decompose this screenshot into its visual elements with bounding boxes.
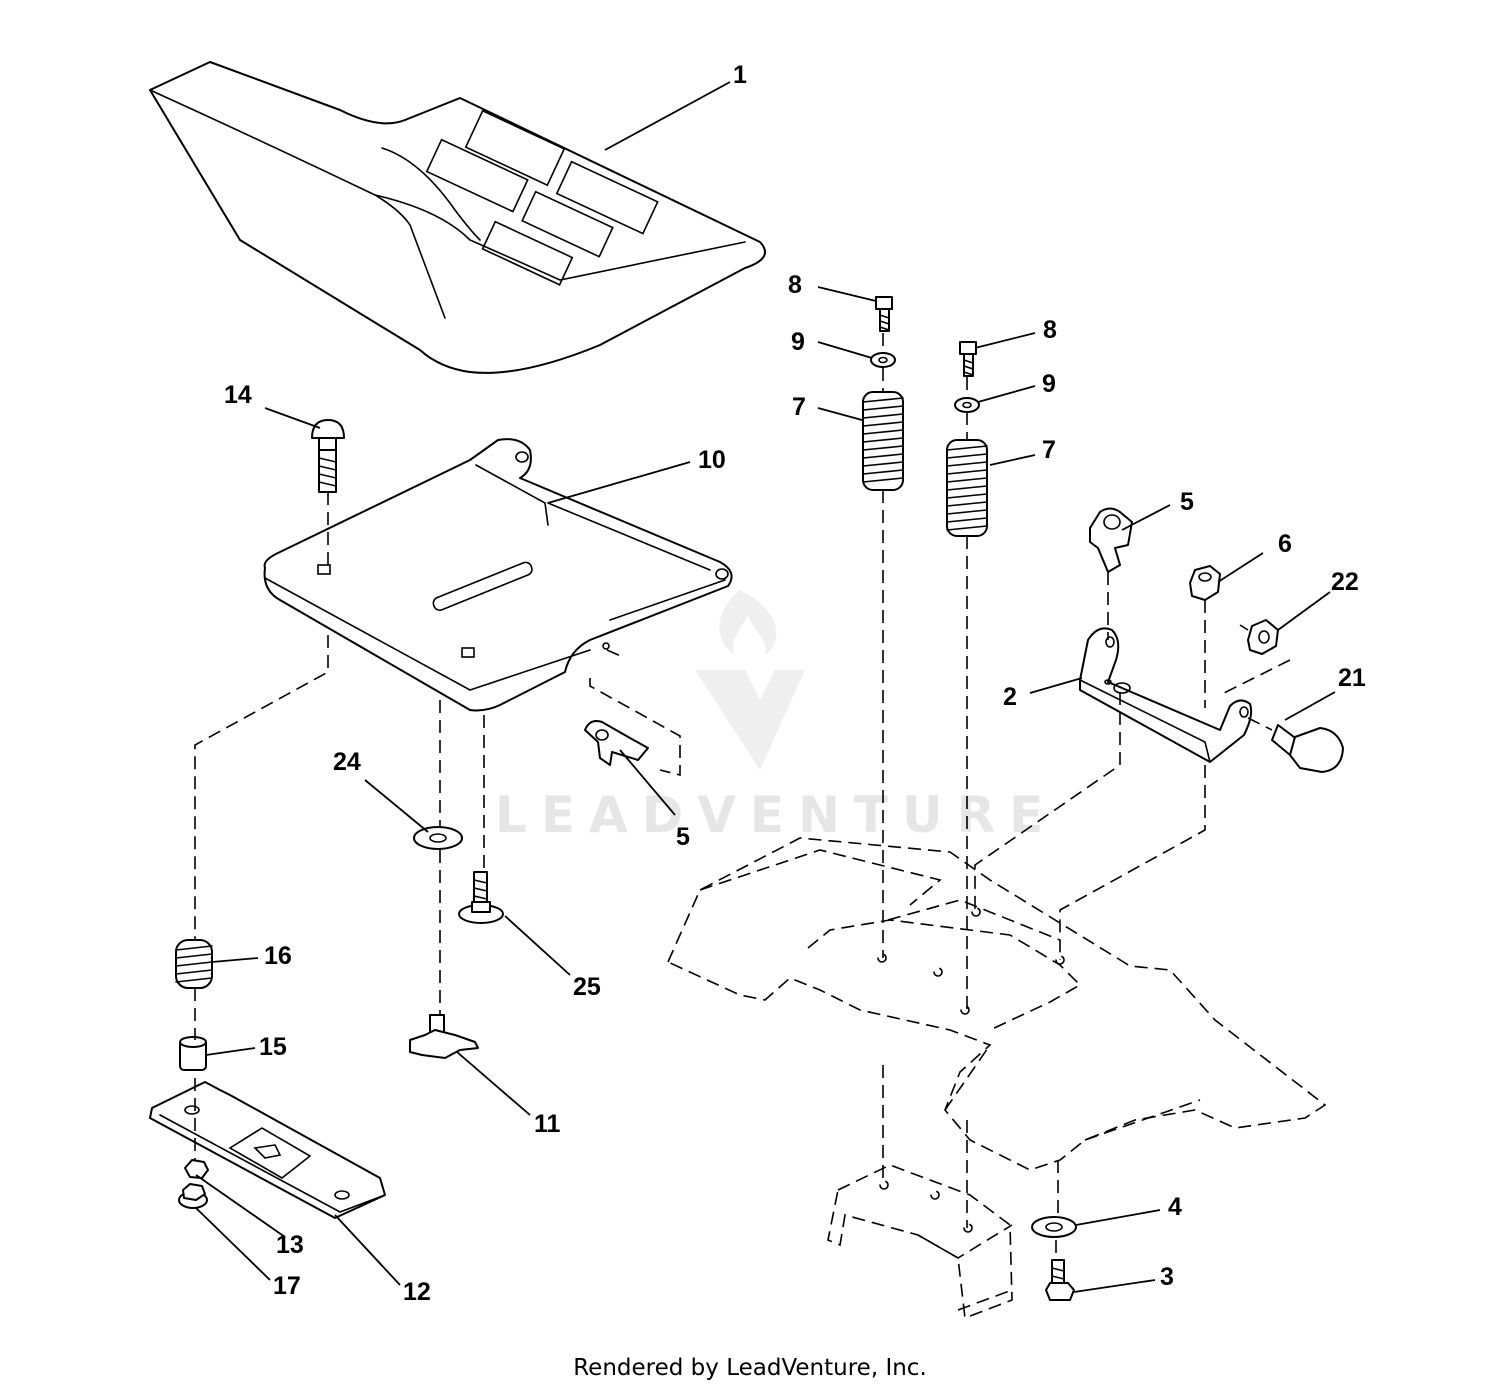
footer-credit: Rendered by LeadVenture, Inc. [573,1355,927,1381]
callout-21: 21 [1338,664,1366,692]
bolt-left-part[interactable] [875,296,893,332]
callout-11: 11 [534,1110,561,1138]
callout-12: 12 [403,1278,431,1306]
callout-9-right: 9 [1042,370,1056,398]
callout-17: 17 [273,1272,301,1300]
flange-bolt-part[interactable] [458,871,504,924]
bracket-part[interactable] [1079,627,1253,763]
callout-7-left: 7 [792,393,806,421]
callout-9-left: 9 [791,328,805,356]
callout-7-right: 7 [1042,436,1056,464]
callout-labels: 1 2 3 4 5 5 6 7 7 8 8 9 9 10 11 12 13 14… [224,61,1366,1306]
carriage-bolt-part[interactable] [311,419,345,493]
callout-25: 25 [573,973,601,1001]
clip-lower-part[interactable] [584,720,649,766]
callout-16: 16 [264,942,292,970]
washer-right-part[interactable] [954,397,980,413]
callout-5-lower: 5 [676,823,690,851]
callout-1: 1 [733,61,747,89]
leader-lines [195,81,1336,1293]
watermark-text: LEADVENTURE [495,786,1057,844]
spring-left-part[interactable] [862,391,904,491]
callout-24: 24 [333,748,361,776]
callout-6: 6 [1278,530,1292,558]
callout-2: 2 [1003,683,1017,711]
washer-lower-part[interactable] [1031,1216,1077,1238]
callout-13: 13 [276,1231,304,1259]
callout-8-right: 8 [1043,316,1057,344]
seat-pan-part[interactable] [263,438,733,712]
callout-5-upper: 5 [1180,488,1194,516]
clip-upper-part[interactable] [1089,507,1133,573]
callout-15: 15 [259,1033,287,1061]
flat-washer-part[interactable] [413,826,463,850]
bolt-right-part[interactable] [959,341,977,377]
hex-nut-part[interactable] [184,1159,209,1179]
callout-8-left: 8 [788,271,802,299]
nut-part[interactable] [1189,565,1221,601]
callout-3: 3 [1160,1263,1174,1291]
callout-4: 4 [1168,1193,1182,1221]
callout-10: 10 [698,446,726,474]
mounting-plate-part[interactable] [149,1081,386,1219]
flange-nut-part[interactable] [178,1183,208,1209]
hex-bolt-part[interactable] [1045,1259,1075,1301]
seat-part[interactable] [149,61,766,374]
wing-knob-part[interactable] [409,1014,479,1059]
callout-22: 22 [1331,568,1359,596]
small-spring-part[interactable] [175,939,213,989]
chassis-frame-outline [666,837,1327,1320]
washer-left-part[interactable] [870,352,896,368]
shoulder-bolt-part[interactable] [1271,724,1344,773]
v-logo-icon [695,670,805,770]
flame-icon [719,590,777,655]
leadventure-watermark: LEADVENTURE [495,590,1057,844]
locknut-part[interactable] [1247,619,1279,655]
spacer-part[interactable] [179,1036,207,1071]
callout-14: 14 [224,381,252,409]
assembly-lines [194,333,1291,1260]
spring-right-part[interactable] [946,439,988,537]
